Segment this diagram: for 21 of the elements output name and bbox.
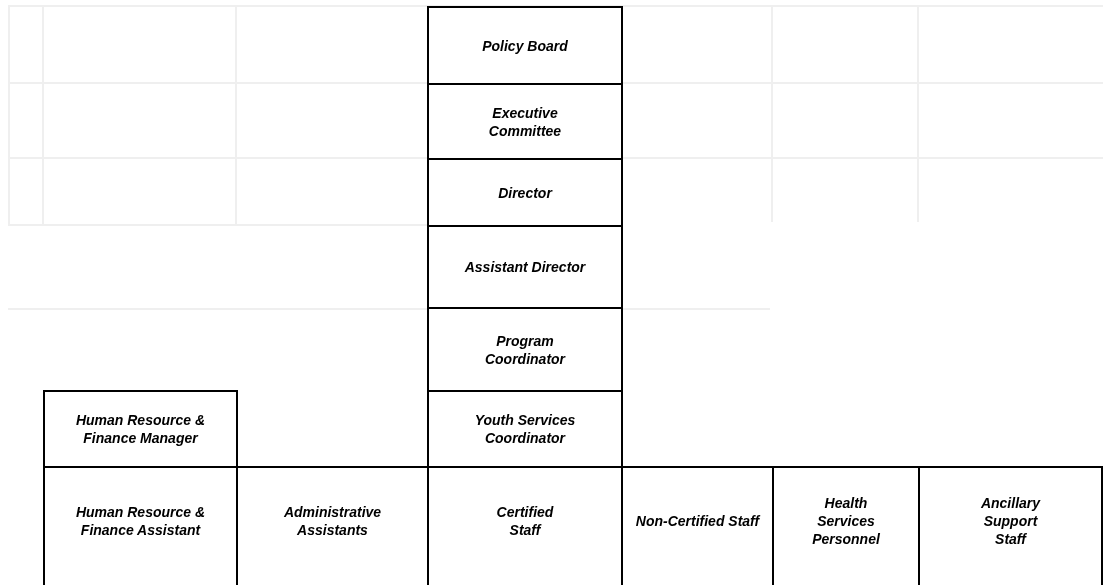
- role-title: Certified Staff: [495, 502, 555, 539]
- role-title: Non-Certified Staff: [635, 511, 760, 530]
- role-title: Administrative Assistants: [282, 502, 383, 539]
- role-title: Health Services Personnel: [811, 493, 881, 548]
- role-box: [427, 390, 623, 468]
- role-box: [427, 158, 623, 227]
- role-title: Executive Committee: [487, 103, 563, 140]
- role-title: Human Resource & Finance Assistant: [74, 502, 207, 539]
- role-title: Director: [498, 183, 552, 202]
- role-title: Youth Services Coordinator: [473, 411, 577, 447]
- role-box: [427, 83, 623, 160]
- role-box: [43, 390, 238, 468]
- role-box: [427, 307, 623, 392]
- role-title: Program Coordinator: [483, 331, 567, 368]
- role-box: [918, 466, 1103, 585]
- role-box: [427, 225, 623, 309]
- role-title: Policy Board: [482, 36, 568, 55]
- role-title: Assistant Director: [464, 258, 586, 276]
- role-title: Ancillary Support Staff: [979, 493, 1042, 548]
- role-box: [427, 6, 623, 85]
- role-title: Human Resource & Finance Manager: [74, 411, 207, 447]
